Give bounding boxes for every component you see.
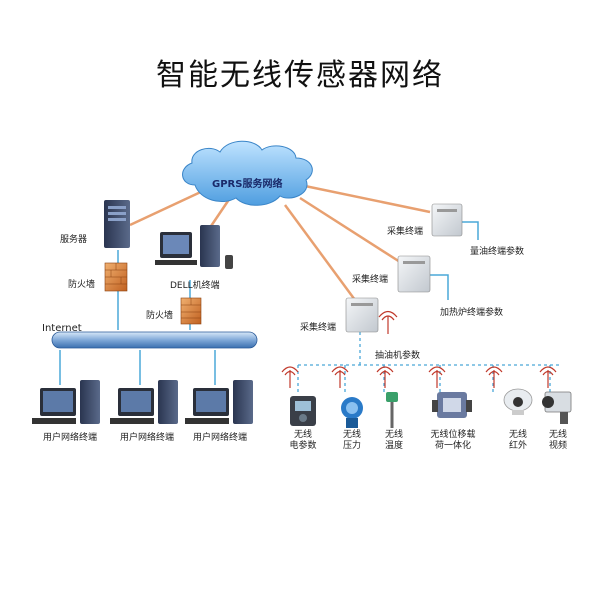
collect-terminal-icon-1: [431, 203, 463, 237]
electric-parameter-sensor-icon: [290, 396, 316, 426]
antenna-icon-3: [376, 366, 394, 388]
sensor-bus: [297, 332, 562, 392]
param-links: [428, 221, 479, 300]
dell-label: DELL机终端: [170, 281, 220, 291]
user-pc-icon-1: [32, 380, 100, 424]
diagram-title: 智能无线传感器网络: [156, 58, 444, 93]
server-label: 服务器: [60, 235, 88, 245]
firewall-icon-1: [104, 262, 128, 292]
internet-label: Internet: [42, 323, 82, 334]
sensor-label-2: 无线压力: [342, 430, 361, 451]
antenna-icon-6: [539, 366, 557, 388]
firewall-label-1: 防火墙: [68, 280, 96, 290]
antenna-icon-2: [331, 366, 349, 388]
antenna-icon-collect: [378, 310, 398, 334]
sensor-label-1: 无线电参数: [289, 430, 317, 451]
sensor-antennas: [281, 366, 557, 388]
sensor-label-5: 无线红外: [508, 430, 527, 451]
heater-param-label: 加热炉终端参数: [440, 308, 504, 318]
sensor-label-6: 无线视频: [548, 430, 567, 451]
link-cloud-collect-3: [283, 204, 357, 301]
user-pc-icon-2: [110, 380, 178, 424]
displacement-load-sensor-icon: [432, 392, 472, 418]
collect-terminal-label-1: 采集终端: [387, 227, 424, 237]
user-pc-icon-3: [185, 380, 253, 424]
dell-pc-icon: [155, 225, 233, 269]
cloud-links: [129, 184, 431, 301]
infrared-sensor-icon: [503, 388, 533, 415]
gprs-cloud: [182, 140, 313, 206]
temperature-sensor-icon: [386, 392, 398, 428]
collect-terminal-icon-2: [397, 255, 431, 293]
oil-meter-param-label: 量油终端参数: [470, 247, 525, 257]
collect-terminal-icon-3: [345, 297, 379, 333]
collect-terminal-label-3: 采集终端: [300, 323, 337, 333]
pump-param-label: 抽油机参数: [375, 351, 421, 361]
cloud-label: GPRS服务网络: [212, 179, 283, 190]
link-cloud-collect-2: [299, 196, 401, 264]
link-cloud-server: [129, 188, 206, 227]
sensor-label-4: 无线位移载荷一体化: [430, 430, 476, 451]
internet-bus: [51, 331, 258, 349]
user-terminal-label-3: 用户网络终端: [192, 433, 248, 443]
link-cloud-collect-1: [304, 184, 431, 214]
pressure-sensor-icon: [341, 397, 363, 428]
antenna-icon-4: [428, 366, 446, 388]
user-terminal-label-2: 用户网络终端: [119, 433, 175, 443]
server-icon: [104, 200, 130, 248]
firewall-label-2: 防火墙: [146, 311, 174, 321]
collect-terminal-label-2: 采集终端: [352, 275, 389, 285]
sensor-label-3: 无线温度: [384, 430, 403, 451]
antenna-icon-5: [485, 366, 503, 388]
firewall-icon-2: [180, 297, 202, 325]
antenna-icon-1: [281, 366, 299, 388]
video-sensor-icon: [542, 391, 572, 424]
user-terminal-label-1: 用户网络终端: [42, 433, 98, 443]
